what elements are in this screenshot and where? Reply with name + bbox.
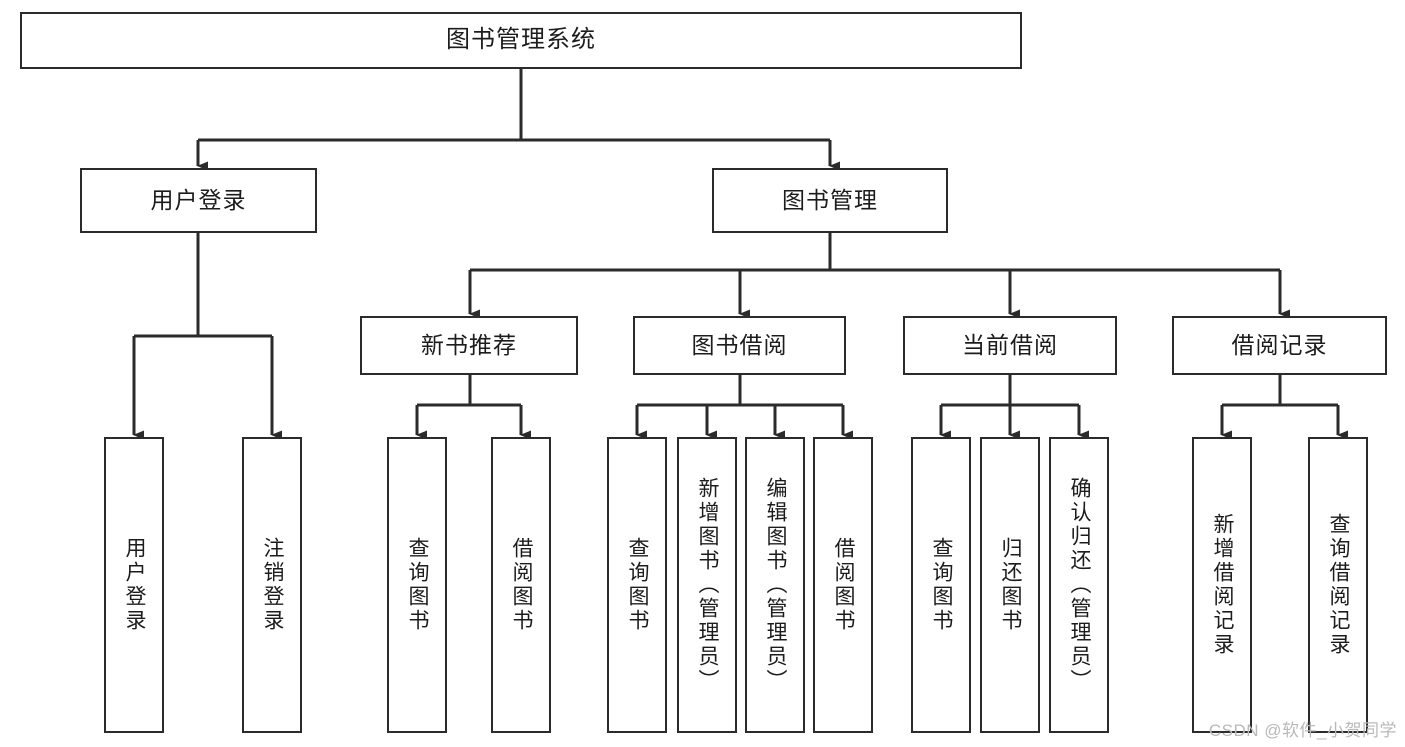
leaf-query-book-3[interactable]: 查询图书 xyxy=(911,437,971,733)
leaf-query-record[interactable]: 查询借阅记录 xyxy=(1308,437,1368,733)
node-label: 查询图书 xyxy=(406,537,430,633)
node-label: 借阅图书 xyxy=(510,537,534,633)
leaf-borrow-book-2[interactable]: 借阅图书 xyxy=(813,437,873,733)
node-label: 查询借阅记录 xyxy=(1327,513,1351,657)
node-book-borrow[interactable]: 图书借阅 xyxy=(633,316,846,375)
node-label: 归还图书 xyxy=(999,537,1023,633)
leaf-query-book-2[interactable]: 查询图书 xyxy=(607,437,667,733)
leaf-return-book[interactable]: 归还图书 xyxy=(980,437,1040,733)
node-label: 查询图书 xyxy=(626,537,650,633)
node-label: 用户登录 xyxy=(123,537,147,633)
leaf-add-book[interactable]: 新增图书（管理员） xyxy=(677,437,737,733)
node-label: 借阅记录 xyxy=(1231,331,1328,358)
node-label: 图书管理 xyxy=(782,186,878,213)
node-label: 图书借阅 xyxy=(691,331,788,358)
watermark-text: CSDN @软件_小贺同学 xyxy=(1208,721,1397,740)
node-label: 新增图书（管理员） xyxy=(696,477,720,693)
leaf-edit-book[interactable]: 编辑图书（管理员） xyxy=(745,437,805,733)
leaf-logout[interactable]: 注销登录 xyxy=(242,437,302,733)
node-label: 新增借阅记录 xyxy=(1211,513,1235,657)
node-book-manage[interactable]: 图书管理 xyxy=(712,168,948,233)
node-label: 新书推荐 xyxy=(421,331,517,358)
node-root-system[interactable]: 图书管理系统 xyxy=(20,12,1022,69)
leaf-borrow-book-1[interactable]: 借阅图书 xyxy=(491,437,551,733)
node-user-login[interactable]: 用户登录 xyxy=(80,168,317,233)
leaf-add-record[interactable]: 新增借阅记录 xyxy=(1192,437,1252,733)
node-label: 编辑图书（管理员） xyxy=(764,477,788,693)
node-label: 图书管理系统 xyxy=(446,26,596,54)
node-label: 注销登录 xyxy=(261,537,285,633)
leaf-confirm-return[interactable]: 确认归还（管理员） xyxy=(1049,437,1109,733)
node-new-book-recommend[interactable]: 新书推荐 xyxy=(360,316,578,375)
leaf-query-book-1[interactable]: 查询图书 xyxy=(387,437,447,733)
leaf-user-login[interactable]: 用户登录 xyxy=(104,437,164,733)
node-label: 确认归还（管理员） xyxy=(1068,477,1092,693)
node-current-borrow[interactable]: 当前借阅 xyxy=(903,316,1117,375)
node-label: 当前借阅 xyxy=(962,331,1058,358)
node-borrow-record[interactable]: 借阅记录 xyxy=(1172,316,1387,375)
node-label: 查询图书 xyxy=(930,537,954,633)
node-label: 借阅图书 xyxy=(832,537,856,633)
node-label: 用户登录 xyxy=(150,186,247,213)
